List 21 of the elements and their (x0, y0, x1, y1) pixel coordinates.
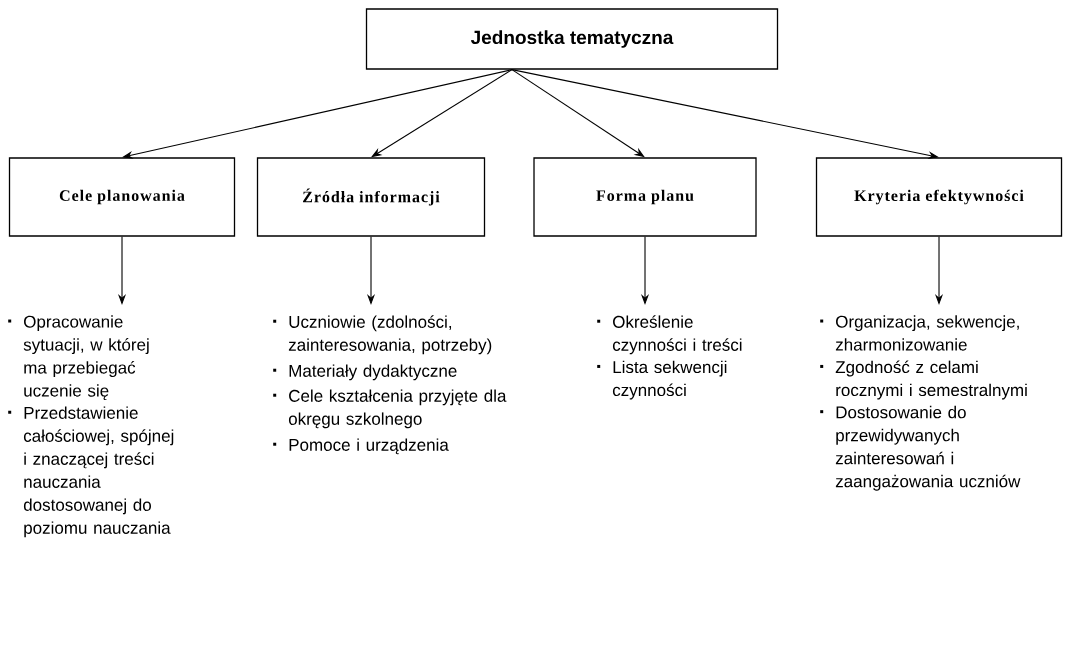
bullet-list (273, 315, 507, 455)
arrow (371, 69, 513, 158)
list-item: Lista sekwencji czynności (597, 360, 727, 400)
topic-box: Jednostka tematyczna (365, 8, 779, 70)
list-item: Dostosowanie do przewidywanych zainteresowań i zaangażowania uczniów (820, 405, 1021, 491)
category-box: Źródła informacji (256, 157, 486, 237)
list-item: Opracowanie sytuacji, w której ma przebiegać uczenie się (8, 315, 149, 401)
category-box: Kryteria efektywności (815, 157, 1063, 237)
list-item: Określenie czynności i treści (597, 315, 742, 355)
list-item: Zgodność z celami rocznymi i semestralnymi (820, 360, 1027, 400)
bullet-list (8, 315, 174, 538)
list-item: Pomoce i urządzenia (273, 438, 449, 455)
list-item: Przedstawienie całościowej, spójnej i znaczącej treści nauczania dostosowanej do poziomu nauczania (8, 406, 174, 538)
list-item: Cele kształcenia przyjęte dla okręgu szkolnego (273, 389, 507, 429)
bullet-list (597, 315, 742, 400)
list-item: Uczniowie (zdolności, zainteresowania, potrzeby) (273, 315, 492, 355)
category-box: Forma planu (533, 157, 757, 237)
bullet-list (820, 315, 1027, 491)
category-box: Cele planowania (8, 157, 236, 237)
list-item: Materiały dydaktyczne (273, 364, 457, 381)
list-item: Organizacja, sekwencje, zharmonizowanie (820, 315, 1019, 351)
